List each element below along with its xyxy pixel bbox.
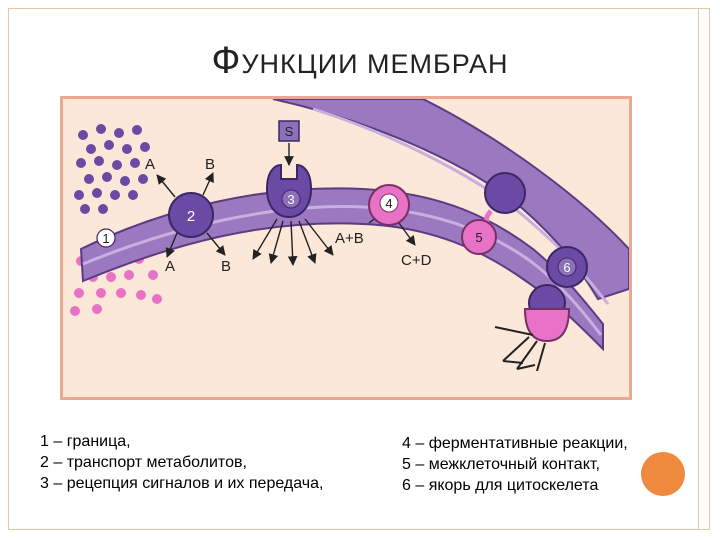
arrow-out-5 [304,218,334,256]
label-a-bottom: A [165,258,175,275]
title-first-letter: Ф [211,40,242,82]
label-2: 2 [187,208,195,225]
label-1: 1 [102,231,109,246]
label-3: 3 [287,192,294,207]
label-4: 4 [385,196,392,211]
label-4-marker [379,193,399,213]
arrow-out-1 [252,218,278,260]
legend-item-3: 3 – рецепция сигналов и их передача, [40,475,324,492]
label-a-plus-b: A+B [335,230,364,247]
arrow-out-4 [298,220,317,264]
cytoskeleton-fibers [494,326,546,372]
decorative-orange-circle [641,452,685,496]
arrow-out-2 [268,220,284,264]
contact-protein-top [484,172,526,214]
legend-left: 1 – граница, 2 – транспорт метаболитов, … [40,431,323,494]
membrane-diagram: 2 A B A B 1 S 3 A+B 4 C+D [60,96,632,400]
purple-particles [74,124,150,214]
legend-item-4: 4 – ферментативные реакции, [402,435,628,452]
label-b-bottom: B [221,258,231,275]
title-rest: УНКЦИИ МЕМБРАН [241,49,509,79]
arrow-b-bottom [206,232,226,256]
slide-title: ФУНКЦИИ МЕМБРАН [0,40,720,83]
anchor-cup [523,308,571,343]
label-1-marker [96,228,116,248]
transport-protein [168,192,214,238]
legend-item-6: 6 – якорь для цитоскелета [402,477,599,494]
membrane-diagram-svg: 2 A B A B 1 S 3 A+B 4 C+D [70,99,629,372]
main-membrane [79,187,604,352]
label-5: 5 [475,230,482,245]
slide-frame [8,8,710,530]
arrow-product [398,222,416,246]
label-b-top: B [205,156,215,173]
label-c-plus-d: C+D [401,252,432,269]
legend-right: 4 – ферментативные реакции, 5 – межклето… [402,433,628,496]
label-6: 6 [563,260,570,275]
arrow-a-bottom [165,232,178,258]
arrow-b-top [202,172,214,196]
legend-item-5: 5 – межклеточный контакт, [402,456,600,473]
label-a-top: A [145,156,155,173]
label-6-marker [557,257,577,277]
frame-strip [698,9,709,529]
label-s: S [285,124,294,139]
arrow-a-top [156,174,176,198]
signal-molecule [278,120,300,142]
label-3-marker [281,189,301,209]
legend-item-1: 1 – граница, [40,433,131,450]
legend-item-2: 2 – транспорт метаболитов, [40,454,247,471]
contact-protein-bottom [461,219,497,255]
arrow-out-3 [287,220,298,266]
